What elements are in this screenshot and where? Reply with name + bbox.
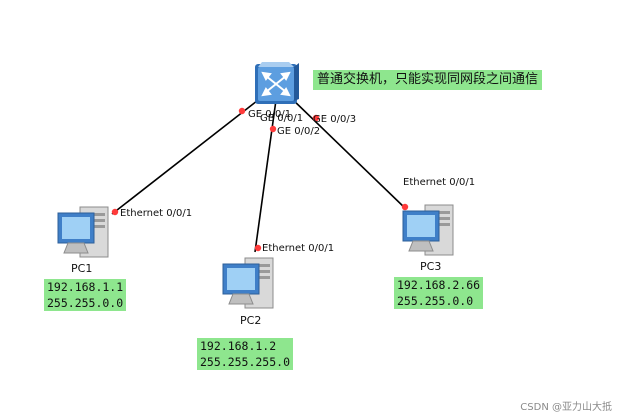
port-dot-pc2 — [254, 244, 262, 252]
pc3-icon — [402, 204, 454, 256]
port-label-pc3: Ethernet 0/0/1 — [403, 177, 476, 188]
port-label-sw-p3: GE 0/0/3 — [313, 114, 357, 125]
link-sw-pc3 — [289, 96, 407, 210]
pc1-icon — [57, 206, 109, 258]
link-sw-pc2 — [254, 99, 277, 253]
switch-note: 普通交换机，只能实现同网段之间通信 — [313, 70, 543, 90]
port-dot-pc1 — [111, 208, 119, 216]
pc2-ip: 192.168.1.2 — [200, 339, 277, 353]
pc3-ip: 192.168.2.66 — [397, 278, 481, 292]
pc2-ip-box: 192.168.1.2 255.255.255.0 — [197, 338, 294, 370]
pc1-mask: 255.255.0.0 — [47, 296, 124, 310]
port-label-pc2: Ethernet 0/0/1 — [262, 243, 335, 254]
pc1-ip: 192.168.1.1 — [47, 280, 124, 294]
port-label-sw-p1-echo: GE 0/0/1 — [260, 113, 304, 124]
pc2-mask: 255.255.255.0 — [200, 355, 291, 369]
watermark: CSDN @亚力山大抵 — [520, 402, 612, 413]
pc3-ip-box: 192.168.2.66 255.255.0.0 — [394, 277, 484, 309]
port-label-sw-p2: GE 0/0/2 — [277, 126, 321, 137]
pc1-ip-box: 192.168.1.1 255.255.0.0 — [44, 279, 127, 311]
link-sw-pc1 — [111, 96, 263, 215]
port-dot-pc3 — [401, 203, 409, 211]
switch-icon — [255, 62, 299, 104]
pc3-mask: 255.255.0.0 — [397, 294, 474, 308]
pc1-label: PC1 — [71, 262, 93, 275]
pc2-label: PC2 — [240, 314, 262, 327]
pc2-icon — [222, 257, 274, 309]
pc3-label: PC3 — [420, 260, 442, 273]
port-dot-sw-p3 — [312, 114, 320, 122]
port-label-pc1: Ethernet 0/0/1 — [120, 208, 193, 219]
port-dot-sw-p1 — [238, 107, 246, 115]
port-label-sw-p1: GE 0/0/1 — [248, 109, 292, 120]
port-dot-sw-p2 — [269, 125, 277, 133]
